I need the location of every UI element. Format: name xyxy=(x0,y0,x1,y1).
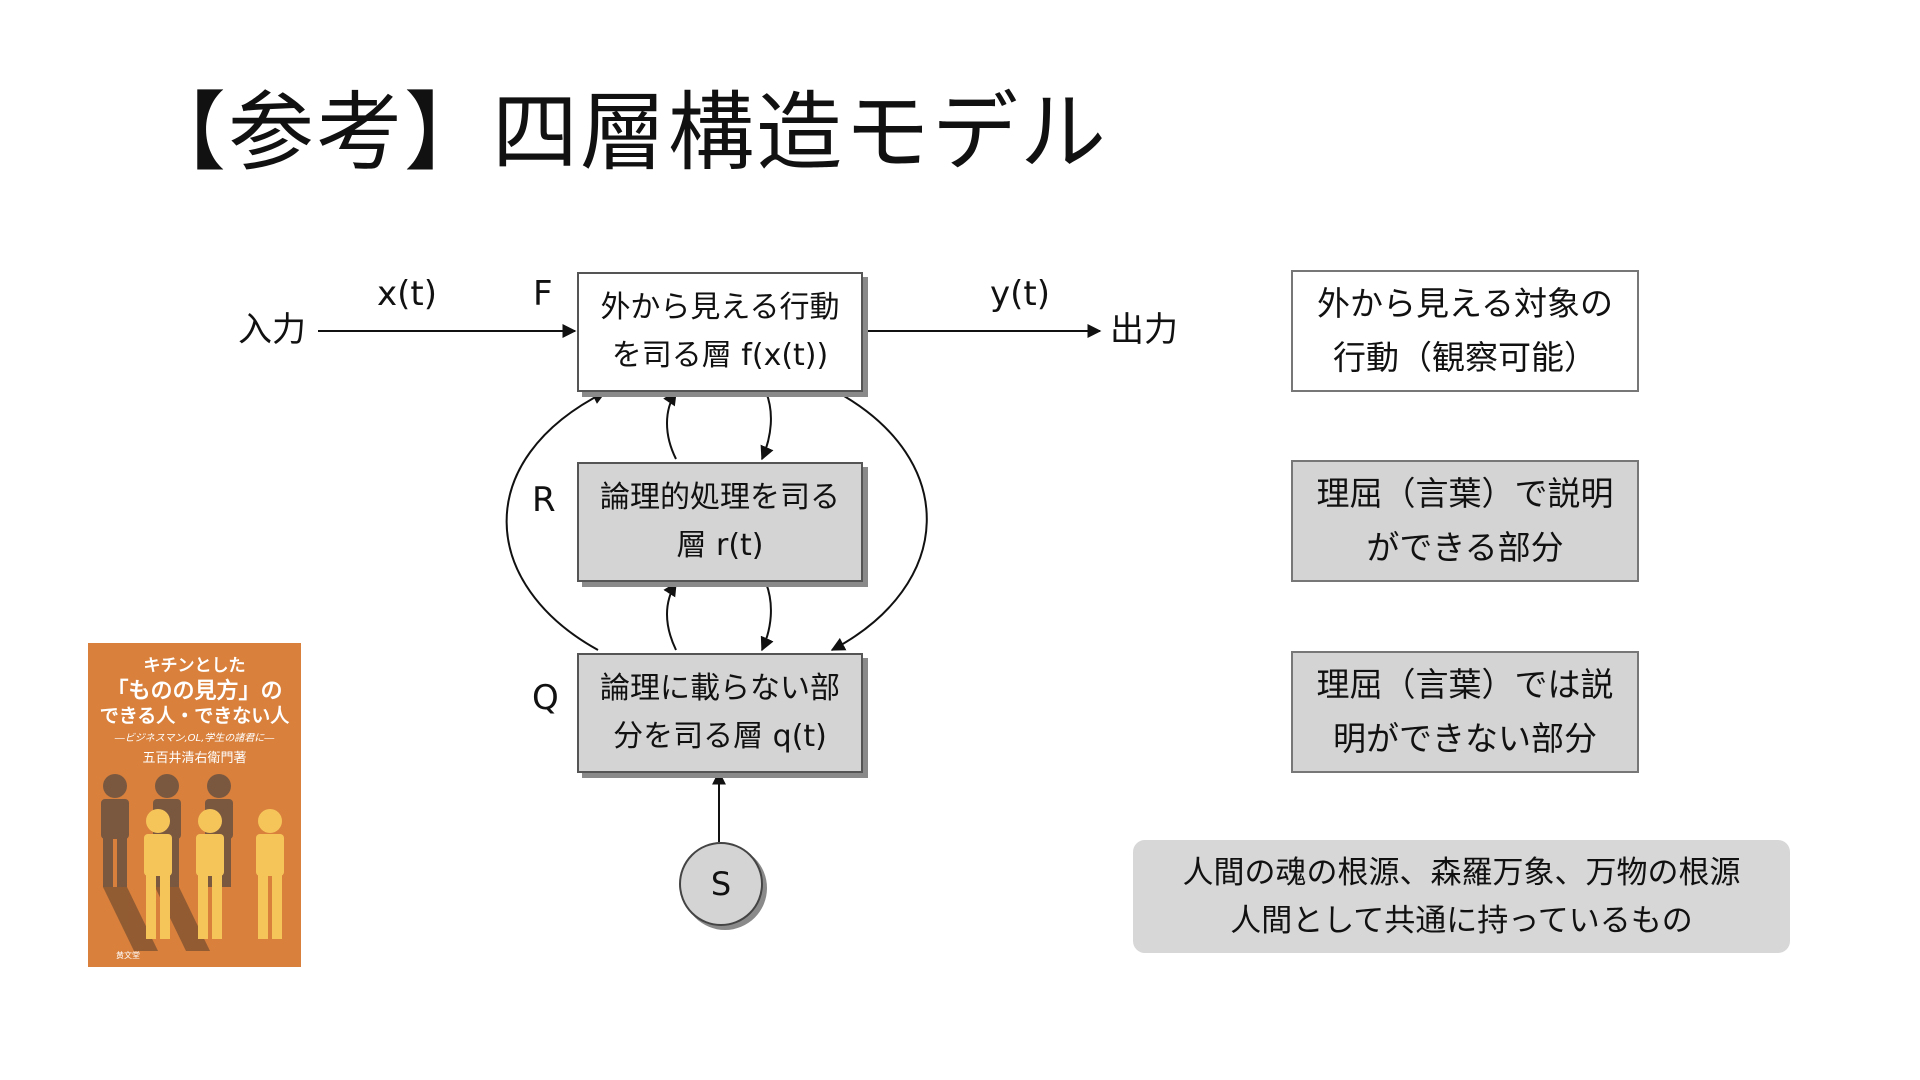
layer-f-text-line1: 外から見える行動 xyxy=(600,290,840,325)
book-figures-illustration xyxy=(101,774,284,951)
layer-r-box: 論理的処理を司る 層 r(t) xyxy=(577,462,863,582)
input-label: 入力 xyxy=(238,310,306,350)
book-title-line3: できる人・できない人 xyxy=(99,705,290,727)
arrow-f-to-r xyxy=(760,391,774,461)
layer-r-text-line1: 論理的処理を司る xyxy=(600,480,840,515)
source-node: S xyxy=(679,842,763,926)
layer-q-box: 論理に載らない部 分を司る層 q(t) xyxy=(577,653,863,773)
page-title: 【参考】四層構造モデル xyxy=(140,83,1108,183)
arrow-f-to-q xyxy=(830,391,928,651)
description-r-box: 理屈（言葉）で説明 ができる部分 xyxy=(1291,460,1639,582)
description-f-box: 外から見える対象の 行動（観察可能） xyxy=(1291,270,1639,392)
description-q-line2: 明ができない部分 xyxy=(1333,719,1597,758)
source-description-line2: 人間として共通に持っているもの xyxy=(1230,902,1693,939)
book-cover-image: キチンとした 「ものの見方」の できる人・できない人 ―ビジネスマン,OL,学生… xyxy=(88,643,301,967)
description-r-line2: ができる部分 xyxy=(1366,528,1564,567)
description-q-box: 理屈（言葉）では説 明ができない部分 xyxy=(1291,651,1639,773)
arrow-q-to-r xyxy=(663,581,677,651)
source-label: S xyxy=(710,865,732,903)
output-label: 出力 xyxy=(1110,310,1178,350)
description-f-line1: 外から見える対象の xyxy=(1316,284,1613,323)
layer-r-text-line2: 層 r(t) xyxy=(676,528,764,563)
book-author: 五百井清右衛門著 xyxy=(142,751,247,766)
input-signal-label: x(t) xyxy=(377,274,437,314)
description-q-line1: 理屈（言葉）では説 xyxy=(1316,665,1614,704)
layer-letter-f: F xyxy=(533,274,553,314)
description-r-line1: 理屈（言葉）で説明 xyxy=(1316,474,1614,513)
source-description-box: 人間の魂の根源、森羅万象、万物の根源 人間として共通に持っているもの xyxy=(1133,840,1790,953)
book-publisher: 黄文堂 xyxy=(116,951,140,960)
book-title-line1: キチンとした xyxy=(143,656,246,676)
layer-f-text-line2: を司る層 f(x(t)) xyxy=(611,338,829,373)
layer-letter-q: Q xyxy=(532,678,559,718)
layer-q-text-line1: 論理に載らない部 xyxy=(600,671,840,706)
layer-f-box: 外から見える行動 を司る層 f(x(t)) xyxy=(577,272,863,392)
book-subtitle: ―ビジネスマン,OL,学生の諸君に― xyxy=(114,733,275,744)
arrow-r-to-f xyxy=(663,390,677,460)
arrow-q-to-f xyxy=(505,391,607,651)
output-signal-label: y(t) xyxy=(990,274,1050,314)
source-description-line1: 人間の魂の根源、森羅万象、万物の根源 xyxy=(1182,854,1741,891)
layer-q-text-line2: 分を司る層 q(t) xyxy=(613,719,827,754)
layer-letter-r: R xyxy=(532,480,556,520)
book-title-line2: 「ものの見方」の xyxy=(106,679,283,704)
description-f-line2: 行動（観察可能） xyxy=(1332,338,1597,377)
arrow-r-to-q xyxy=(760,582,774,652)
